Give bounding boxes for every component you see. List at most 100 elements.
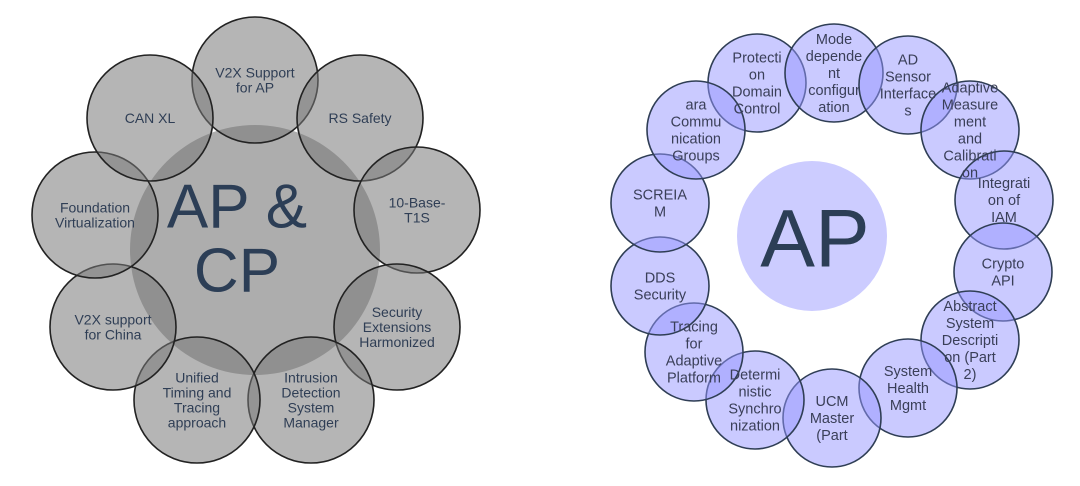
topic-label-line: (Part xyxy=(816,428,847,444)
topic-label-line: Harmonized xyxy=(359,334,434,350)
topic-label-line: configur xyxy=(808,83,860,99)
topic-label-line: V2X support xyxy=(74,311,151,327)
topic-label-line: nt xyxy=(828,66,840,82)
topic-label-line: Calibrati xyxy=(943,149,996,165)
topic-label-line: Commu xyxy=(671,115,722,131)
topic-label-line: Virtualization xyxy=(55,214,135,230)
topic-label-line: nistic xyxy=(738,385,771,401)
topic-label-line: Mgmt xyxy=(890,398,926,414)
topic-circle xyxy=(296,54,424,182)
topic-label-line: Adaptive xyxy=(942,81,998,97)
topic-label-line: ara xyxy=(686,98,708,114)
topic-label-line: API xyxy=(991,274,1014,290)
topic-label-line: Descripti xyxy=(942,333,998,349)
topic-label-line: s xyxy=(904,104,911,120)
topic-label: CAN XL xyxy=(125,110,176,126)
topic-label-line: Crypto xyxy=(982,257,1025,273)
topic-label-line: for xyxy=(686,337,703,353)
topic-label-line: Security xyxy=(372,304,423,320)
topic-label-line: Sensor xyxy=(885,70,931,86)
topic-label-line: System xyxy=(884,364,932,380)
center-title-line: AP xyxy=(760,194,869,285)
topic-label-line: UCM xyxy=(815,394,848,410)
topic-label-line: Determi xyxy=(730,368,781,384)
topic-label-line: M xyxy=(654,205,666,221)
topic-label-line: Health xyxy=(887,381,929,397)
topic-label-line: Synchro xyxy=(728,402,781,418)
topic-label-line: Groups xyxy=(672,149,720,165)
topic-circle xyxy=(646,80,746,180)
topic-label-line: 10-Base- xyxy=(389,194,446,210)
topic-label-line: Unified xyxy=(175,369,219,385)
topic-label-line: T1S xyxy=(404,209,430,225)
topic-label-line: Platform xyxy=(667,371,721,387)
topic-label: RS Safety xyxy=(328,110,391,126)
topic-label-line: RS Safety xyxy=(328,110,391,126)
topic-label-line: Integrati xyxy=(978,176,1030,192)
topic-label-line: CAN XL xyxy=(125,110,176,126)
topic-label-line: approach xyxy=(168,414,226,430)
topic-label-line: on xyxy=(749,68,765,84)
topic-label-line: for China xyxy=(85,326,142,342)
topic-label-line: on xyxy=(962,166,978,182)
topic-label-line: Intrusion xyxy=(284,369,338,385)
topic-label-line: AD xyxy=(898,53,918,69)
topic-label-line: Abstract xyxy=(943,299,996,315)
topic-label-line: Timing and xyxy=(163,384,232,400)
topic-circle xyxy=(133,336,261,464)
topic-circle xyxy=(86,54,214,182)
topic-label-line: Interface xyxy=(880,87,936,103)
center-title: AP xyxy=(760,194,869,285)
topic-label-line: on (Part xyxy=(944,350,996,366)
center-title-line: AP & xyxy=(167,173,307,242)
topic-label-line: Manager xyxy=(283,414,339,430)
topic-label-line: Extensions xyxy=(363,319,431,335)
topic-label-line: Protecti xyxy=(732,51,781,67)
topic-label-line: Mode xyxy=(816,32,852,48)
topic-label-line: nization xyxy=(730,419,780,435)
topic-label-line: Foundation xyxy=(60,199,130,215)
center-circle xyxy=(737,161,887,311)
topic-label-line: nication xyxy=(671,132,721,148)
topic-label: 10-Base-T1S xyxy=(389,194,446,225)
topic-label-line: and xyxy=(958,132,982,148)
topic-label-line: Security xyxy=(634,288,687,304)
topic-label-line: V2X Support xyxy=(215,64,294,80)
center-title: AP &CP xyxy=(167,173,307,306)
topic-label-line: 2) xyxy=(964,367,977,383)
topic-label-line: DDS xyxy=(645,271,676,287)
topic-label-line: for AP xyxy=(236,79,274,95)
topic-label-line: ment xyxy=(954,115,986,131)
topic-label-line: Master xyxy=(810,411,854,427)
topic-label-line: Domain xyxy=(732,85,782,101)
topic-label-line: Adaptive xyxy=(666,354,722,370)
topic-label-line: on of xyxy=(988,193,1021,209)
topic-circle xyxy=(31,151,159,279)
topic-label-line: IAM xyxy=(991,210,1017,226)
topic-label-line: System xyxy=(946,316,994,332)
topic-label-line: ation xyxy=(818,100,849,116)
center-circle xyxy=(130,125,380,375)
topic-label-line: Measure xyxy=(942,98,998,114)
